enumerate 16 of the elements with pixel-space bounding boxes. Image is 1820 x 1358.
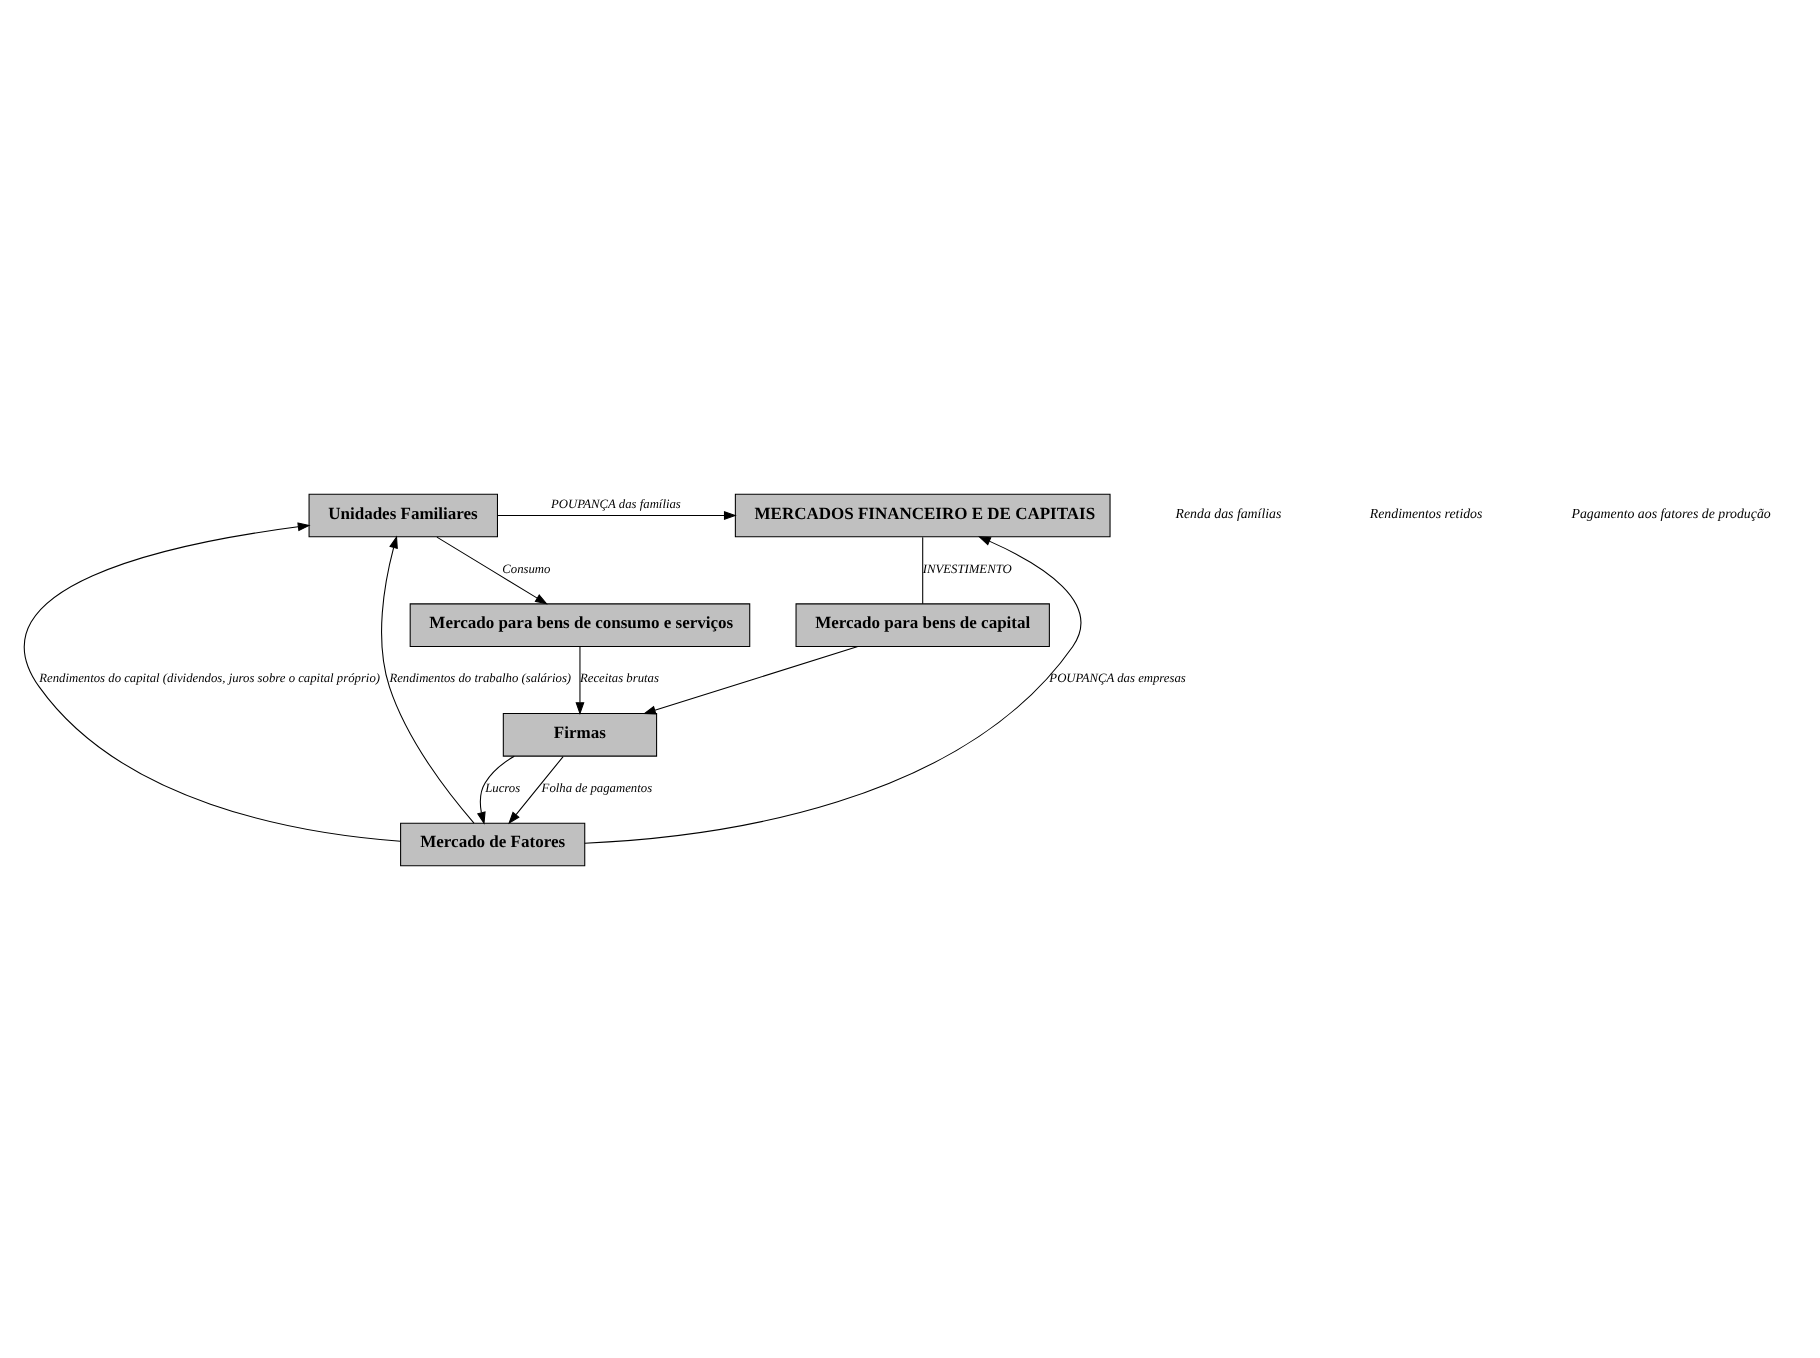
node-box: Mercado de Fatores [400,821,586,866]
arrow [575,645,585,715]
node-box: MERCADOS FINANCEIRO E DE CAPITAIS [734,492,1111,537]
arrow [381,534,475,823]
node-box: Mercado para bens de consumo e serviços [409,602,751,646]
connector [922,535,924,604]
node-box: Mercado para bens de capital [795,602,1050,646]
arrow [508,755,564,824]
arrow [436,535,548,604]
node-box: Firmas [502,712,658,756]
arrow [476,754,515,824]
arrow [643,645,859,714]
arrow [24,521,401,841]
arrow [497,510,737,519]
node-box: Unidades Familiares [308,492,498,537]
arrow [584,535,1082,843]
